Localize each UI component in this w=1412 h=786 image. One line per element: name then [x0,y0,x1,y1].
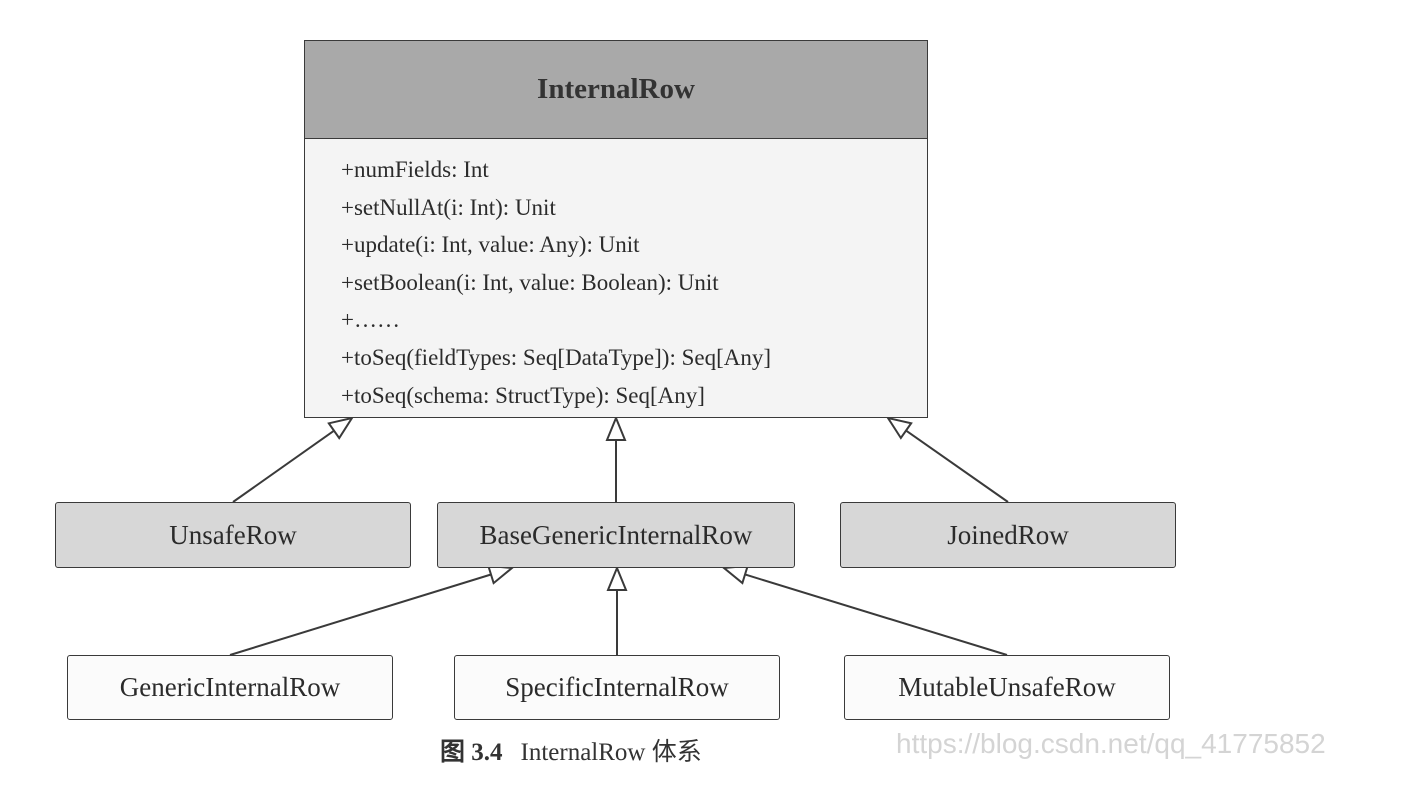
edge-line [905,429,1009,503]
edge-mutableunsaferow-to-basegeneric [721,564,1008,656]
watermark-url: https://blog.csdn.net/qq_41775852 [896,728,1326,759]
inheritance-arrowhead [486,564,515,585]
figure-caption: 图 3.4 InternalRow 体系 [440,732,880,768]
edge-joinedrow-to-internalrow [885,416,1009,503]
class-joinedrow: JoinedRow [840,502,1176,568]
inheritance-arrowhead [605,415,627,441]
class-specificinternalrow: SpecificInternalRow [454,655,780,720]
inheritance-arrowhead [885,416,913,440]
edge-line [232,429,335,503]
member-set-boolean: +setBoolean(i: Int, value: Boolean): Uni… [341,269,719,295]
member-num-fields: +numFields: Int [341,157,489,182]
member-to-seq-field-types: +toSeq(fieldTypes: Seq[DataType]): Seq[A… [341,344,772,370]
figure-number: 图 3.4 [440,739,503,766]
class-basegenericinternalrow: BaseGenericInternalRow [437,502,795,568]
figure-title: InternalRow 体系 [520,739,702,766]
edge-line [744,573,1008,656]
edge-unsaferow-to-internalrow [232,416,355,503]
inheritance-arrowhead [327,416,355,440]
member-ellipsis: +…… [341,307,400,333]
class-internalrow-name: InternalRow [305,41,927,139]
member-to-seq-schema: +toSeq(schema: StructType): Seq[Any] [341,382,705,408]
inheritance-arrowhead [606,565,628,591]
edge-line [229,573,492,656]
member-set-null-at: +setNullAt(i: Int): Unit [341,194,556,220]
class-internalrow-members: +numFields: Int +setNullAt(i: Int): Unit… [305,139,927,414]
class-mutableunsaferow: MutableUnsafeRow [844,655,1170,720]
class-internalrow: InternalRow +numFields: Int +setNullAt(i… [304,40,928,418]
class-unsaferow: UnsafeRow [55,502,411,568]
member-update: +update(i: Int, value: Any): Unit [341,232,640,258]
edge-specificinternalrow-to-basegeneric [606,565,628,655]
edge-basegenericinternalrow-to-internalrow [605,415,627,502]
class-genericinternalrow: GenericInternalRow [67,655,393,720]
inheritance-arrowhead [721,564,750,585]
edge-genericinternalrow-to-basegeneric [229,564,515,656]
